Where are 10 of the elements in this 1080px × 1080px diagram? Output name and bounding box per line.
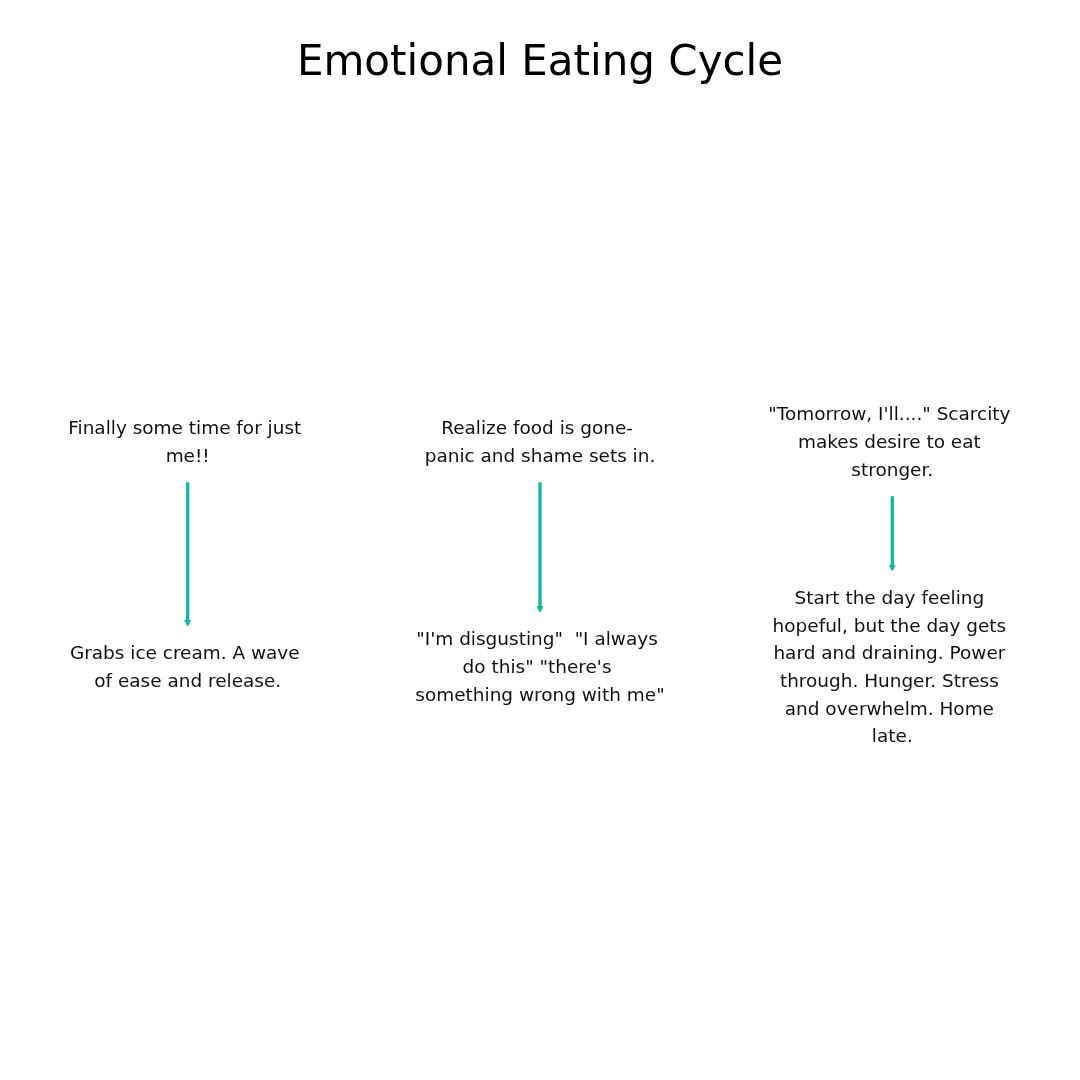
node-text: Grabs ice cream. A wave of ease and release. [69, 642, 300, 692]
title: Emotional Eating Cycle [296, 36, 784, 85]
node-text: "I'm disgusting" "I always do this" "there's something wrong with me" [415, 628, 665, 706]
node-text: Start the day feeling hopeful, but the day gets hard and draining. Power through. Hunger. Stress and overwhelm. Home late. [772, 587, 1007, 747]
arrow [184, 481, 192, 627]
arrow [536, 481, 544, 614]
arrow [888, 495, 896, 572]
node-text: "Tomorrow, I'll...." Scarcity makes desire to eat stronger. [768, 403, 1011, 480]
node-text: Realize food is gone- panic and shame sets in. [424, 417, 656, 466]
node-text: Finally some time for just me!! [68, 417, 302, 466]
